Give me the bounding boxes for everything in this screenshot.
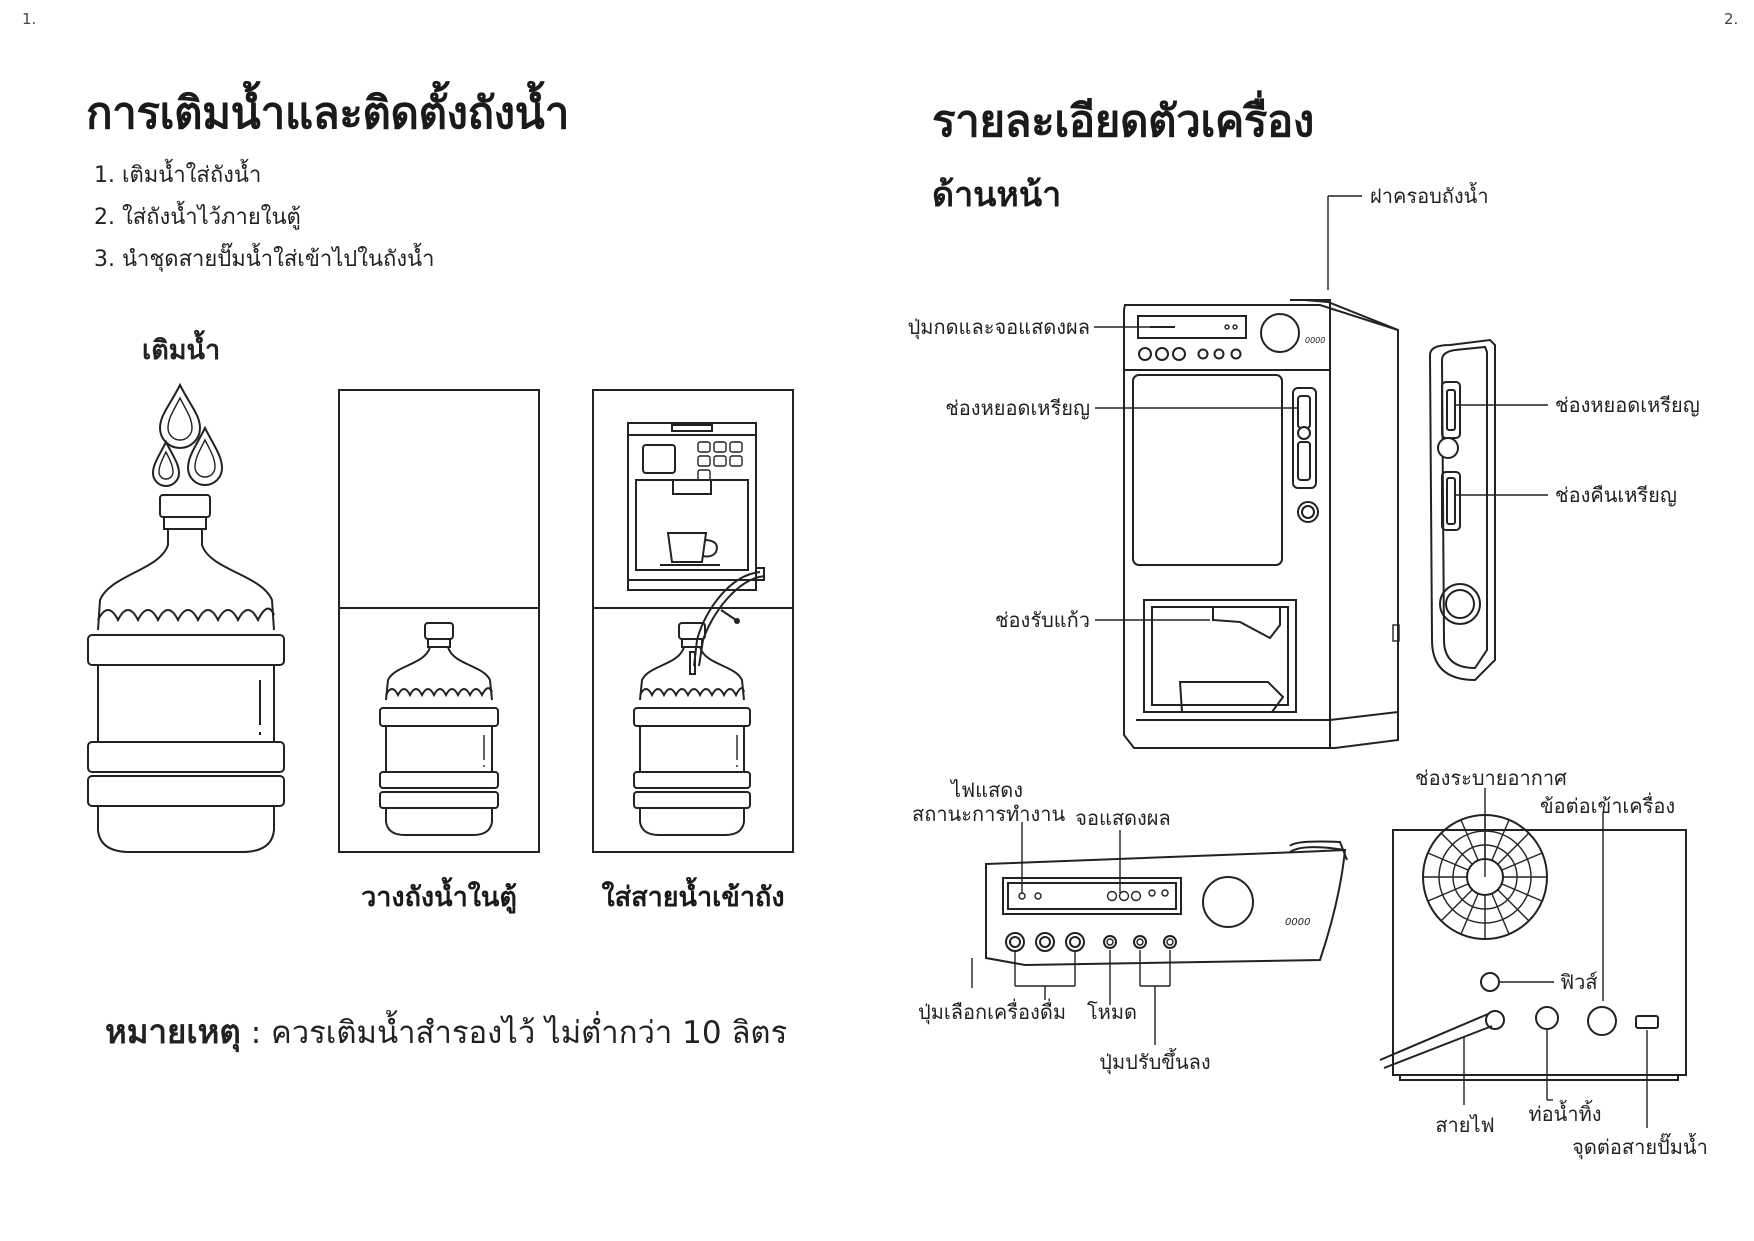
label-coin-return: ช่องคืนเหรียญ [1555, 483, 1677, 507]
page-title-right: รายละเอียดตัวเครื่อง [932, 96, 1314, 147]
label-coin-slot-side: ช่องหยอดเหรียญ [1555, 393, 1700, 417]
label-status-light-2: สถานะการทำงาน [912, 802, 1066, 826]
step-item: 1. เติมน้ำใส่ถังน้ำ [94, 163, 262, 188]
label-display: จอแสดงผล [1075, 806, 1171, 830]
label-tank-lid: ฝาครอบถังน้ำ [1370, 184, 1489, 208]
vending-machine-front: 0000 [1123, 299, 1400, 749]
page-title-left: การเติมน้ำและติดตั้งถังน้ำ [86, 88, 569, 139]
step-item: 2. ใส่ถังน้ำไว้ภายในตู้ [94, 205, 301, 230]
caption-place-tank: วางถังน้ำในตู้ [361, 882, 517, 913]
cabinet-with-hose [592, 389, 794, 853]
fill-heading: เติมน้ำ [142, 335, 221, 366]
label-mode: โหมด [1086, 1000, 1138, 1024]
note-text: : ควรเติมน้ำสำรองไว้ ไม่ต่ำกว่า 10 ลิตร [240, 1015, 788, 1051]
control-panel-diagram: 0000 [985, 840, 1348, 967]
label-buttons-display: ปุ่มกดและจอแสดงผล [907, 315, 1090, 339]
page-number-left: 1. [22, 10, 37, 28]
water-bottle-large [87, 494, 285, 853]
label-cup-area: ช่องรับแก้ว [994, 608, 1090, 632]
label-drink-select: ปุ่มเลือกเครื่องดื่ม [918, 1000, 1066, 1024]
label-fuse: ฟิวส์ [1560, 970, 1598, 994]
machine-back-panel [1379, 814, 1687, 1081]
step-item: 3. นำชุดสายปั๊มน้ำใส่เข้าไปในถังน้ำ [94, 247, 435, 272]
brand-mark-panel: 0000 [1285, 917, 1310, 928]
caption-insert-hose: ใส่สายน้ำเข้าถัง [601, 882, 785, 913]
steps-list: 1. เติมน้ำใส่ถังน้ำ 2. ใส่ถังน้ำไว้ภายใน… [94, 155, 434, 281]
note-label: หมายเหตุ [105, 1012, 241, 1051]
label-adjust: ปุ่มปรับขึ้นลง [1099, 1050, 1211, 1074]
machine-side-door [1428, 338, 1496, 682]
page-number-right: 2. [1724, 10, 1739, 28]
water-drop-icon [151, 382, 224, 487]
label-power-cord: สายไฟ [1435, 1113, 1495, 1137]
label-pump-hose: จุดต่อสายปั๊มน้ำ [1572, 1135, 1708, 1159]
note: หมายเหตุ : ควรเติมน้ำสำรองไว้ ไม่ต่ำกว่า… [105, 1005, 787, 1058]
label-vent: ช่องระบายอากาศ [1415, 766, 1567, 790]
brand-mark-front: 0000 [1305, 336, 1325, 345]
label-power-inlet: ข้อต่อเข้าเครื่อง [1540, 794, 1676, 818]
label-coin-slot: ช่องหยอดเหรียญ [945, 396, 1090, 420]
cabinet-with-tank [338, 389, 540, 853]
label-status-light-1: ไฟแสดง [950, 778, 1024, 802]
label-drain: ท่อน้ำทิ้ง [1528, 1102, 1602, 1126]
subtitle-front: ด้านหน้า [932, 175, 1062, 215]
